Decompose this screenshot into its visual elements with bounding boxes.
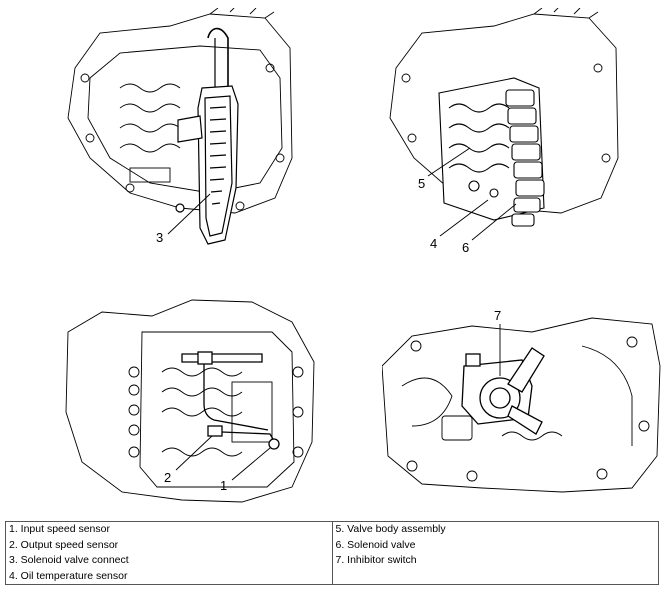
figure-top-right: 5 4 6 [384, 8, 624, 258]
transmission-housing-drawing-d: 7 [382, 308, 661, 493]
figure-bottom-right: 7 [382, 306, 662, 494]
legend-right-cell: 5. Valve body assembly 6. Solenoid valve… [331, 521, 659, 585]
legend-item-valve-body-assembly: 5. Valve body assembly [335, 523, 446, 535]
transmission-housing-drawing-a: 3 [67, 8, 293, 245]
callout-4: 4 [430, 236, 437, 251]
legend-item-output-speed-sensor: 2. Output speed sensor [9, 538, 119, 551]
callout-2: 2 [164, 470, 171, 485]
legend-table: 1. Input speed sensor 2. Output speed se… [5, 521, 659, 585]
legend-left-cell: 1. Input speed sensor 2. Output speed se… [5, 521, 333, 585]
transmission-housing-drawing-b: 5 4 6 [389, 8, 619, 255]
figure-bottom-left: 2 1 [62, 292, 322, 514]
transmission-housing-drawing-c: 2 1 [65, 299, 315, 503]
legend-item-solenoid-valve: 6. Solenoid valve [335, 538, 416, 551]
callout-1: 1 [220, 478, 227, 493]
legend-item-inhibitor-switch: 7. Inhibitor switch [335, 554, 417, 566]
legend-item-solenoid-valve-connect: 3. Solenoid valve connect [9, 554, 129, 566]
callout-3: 3 [156, 230, 163, 245]
callout-5: 5 [418, 176, 425, 191]
callout-6: 6 [462, 240, 469, 255]
legend-item-input-speed-sensor: 1. Input speed sensor [9, 523, 110, 535]
figure-top-left: 3 [60, 8, 300, 258]
callout-7: 7 [494, 308, 501, 323]
legend-item-oil-temperature-sensor: 4. Oil temperature sensor [9, 569, 128, 582]
